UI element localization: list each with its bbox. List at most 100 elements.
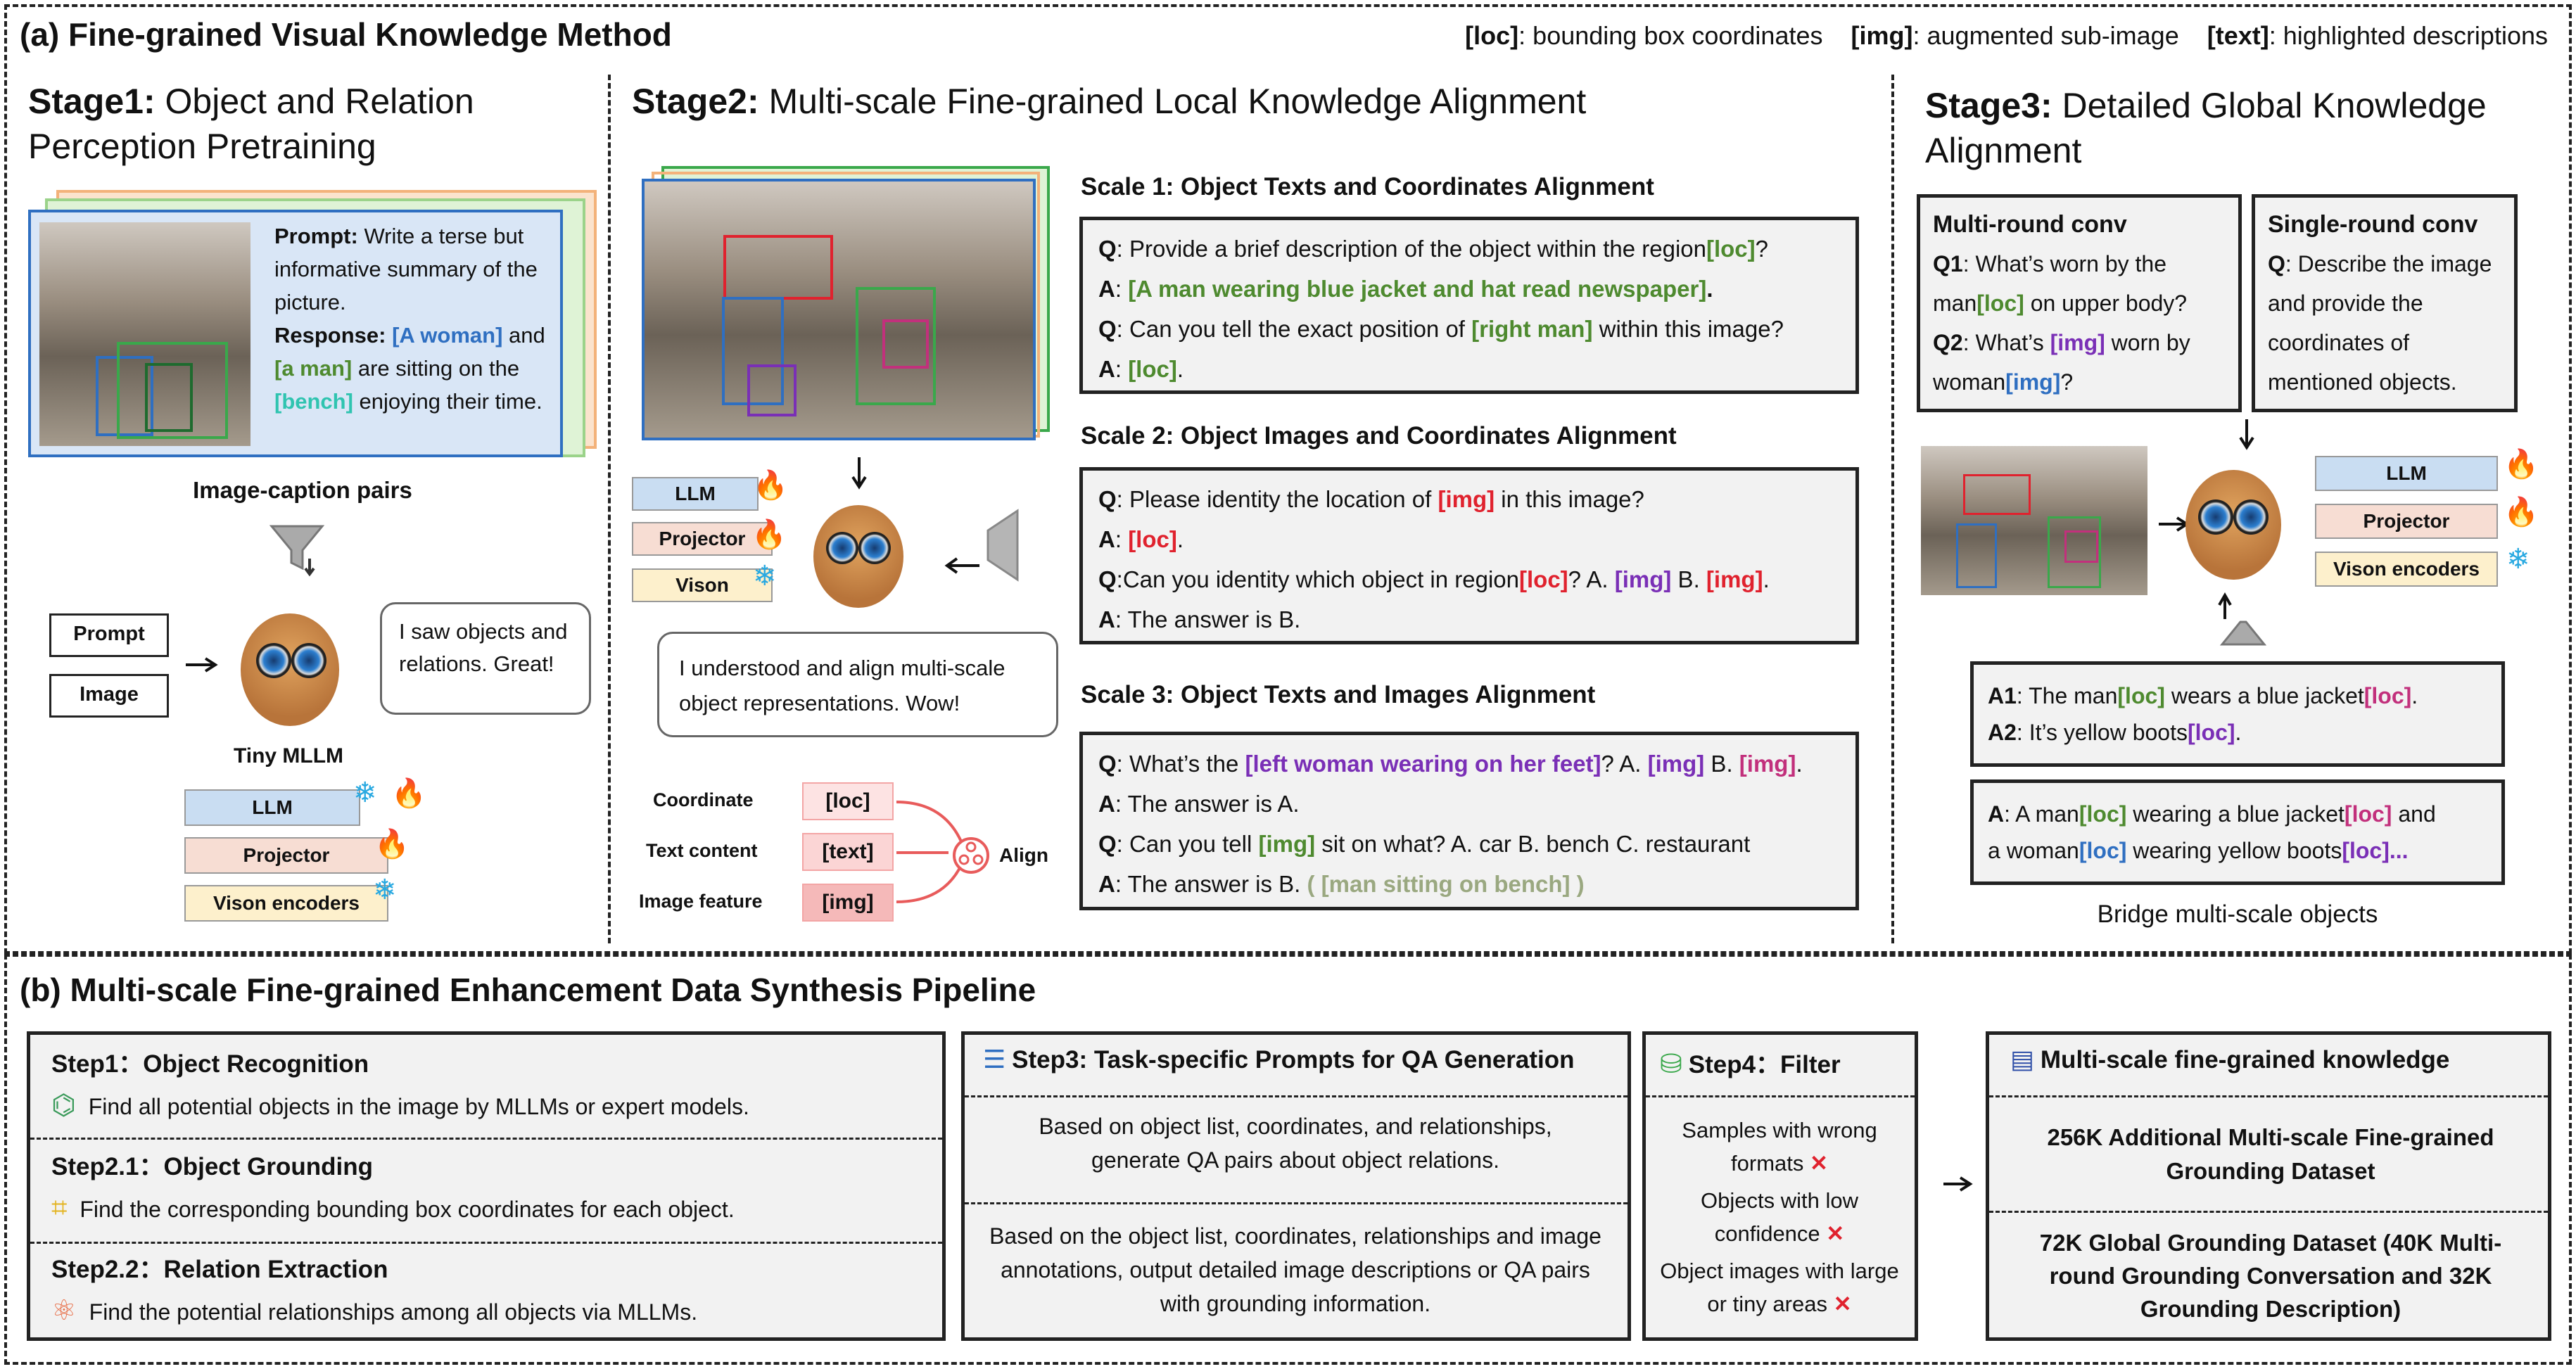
stage2-mascot	[802, 492, 915, 619]
part-b-frame	[4, 954, 2572, 1365]
stage1-projector-block: Projector	[184, 837, 388, 874]
align-node-icon	[953, 837, 989, 874]
scale3-title: Scale 3: Object Texts and Images Alignme…	[1081, 681, 1596, 708]
step3-prompt-2: Based on the object list, coordinates, r…	[989, 1223, 1601, 1316]
result-box: ▤ Multi-scale fine-grained knowledge 256…	[1986, 1031, 2551, 1341]
street-photo	[642, 179, 1036, 440]
align-label-image: Image feature	[639, 891, 763, 912]
step1: Step1：Object Recognition ⌬ Find all pote…	[51, 1050, 749, 1121]
snowflake-icon: ❄	[353, 777, 377, 808]
scale1-box: Q: Provide a brief description of the ob…	[1079, 217, 1859, 394]
stage3-mascot	[2174, 457, 2294, 591]
tiny-mllm-label: Tiny MLLM	[233, 744, 344, 768]
stage2-projector-block: Projector	[632, 522, 773, 556]
snowflake-icon: ❄	[373, 874, 397, 905]
step3-box: ☰ Step3: Task-specific Prompts for QA Ge…	[961, 1031, 1631, 1341]
result-title: ▤ Multi-scale fine-grained knowledge	[2010, 1045, 2450, 1074]
align-label: Align	[999, 844, 1048, 866]
result-dataset-2: 72K Global Grounding Dataset (40K Multi-…	[2039, 1230, 2502, 1322]
prompt-list-icon: ☰	[983, 1045, 1006, 1074]
align-label-text: Text content	[646, 840, 758, 861]
align-arrows	[896, 801, 963, 903]
align-label-coordinate: Coordinate	[653, 789, 754, 810]
divider-stage1-2	[608, 75, 611, 943]
filter-item-2: Objects with low confidence ✕	[1701, 1188, 1858, 1246]
arrow-right-icon	[1942, 1173, 1977, 1195]
stage2-vision-block: Vison	[632, 568, 773, 602]
street-photo	[39, 222, 250, 446]
step3-prompt-1: Based on object list, coordinates, and r…	[1039, 1114, 1552, 1173]
steps-box: Step1：Object Recognition ⌬ Find all pote…	[27, 1031, 946, 1341]
flame-icon: 🔥	[2504, 449, 2539, 480]
stage2-llm-block: LLM	[632, 477, 759, 511]
input-prompt-box: Prompt	[49, 613, 169, 657]
stage1-title: Stage1: Object and Relation Perception P…	[28, 82, 474, 166]
flame-icon: 🔥	[2504, 497, 2539, 528]
flame-icon: 🔥	[751, 519, 787, 550]
stage1-speech-bubble: I saw objects and relations. Great!	[380, 602, 591, 715]
token-text: [text]	[802, 833, 894, 871]
single-round-title: Single-round conv	[2268, 211, 2478, 238]
part-a-title: (a) Fine-grained Visual Knowledge Method	[20, 16, 672, 53]
image-caption-pairs-label: Image-caption pairs	[193, 477, 412, 503]
flame-icon: 🔥	[391, 778, 426, 809]
step3-title: ☰ Step3: Task-specific Prompts for QA Ge…	[983, 1045, 1575, 1074]
part-b-title: (b) Multi-scale Fine-grained Enhancement…	[20, 972, 1036, 1008]
stage2-image-stack	[642, 166, 1050, 440]
funnel-icon	[269, 522, 325, 578]
stage3-vision-block: Vison encoders	[2315, 552, 2498, 587]
caption-text: Prompt: Write a terse but informative su…	[274, 224, 545, 414]
filter-item-3: Object images with large or tiny areas ✕	[1660, 1259, 1899, 1316]
arrow-down-icon	[2236, 418, 2257, 453]
stage2-speech-bubble: I understood and align multi-scale objec…	[657, 632, 1058, 737]
input-image-box: Image	[49, 674, 169, 718]
multi-round-title: Multi-round conv	[1933, 211, 2127, 238]
stage2-title: Stage2: Multi-scale Fine-grained Local K…	[632, 82, 1587, 121]
cross-icon: ✕	[1810, 1151, 1828, 1176]
flame-icon: 🔥	[374, 829, 410, 860]
scale2-box: Q: Please identity the location of [img]…	[1079, 467, 1859, 644]
part-a-frame	[4, 4, 2572, 954]
scale3-box: Q: What’s the [left woman wearing on her…	[1079, 732, 1859, 910]
answers-single-box: A: A man[loc] wearing a blue jacket[loc]…	[1970, 779, 2505, 885]
multi-round-conv-box: Multi-round conv Q1: What’s worn by the …	[1917, 194, 2242, 412]
object-recognition-icon: ⌬	[51, 1090, 76, 1121]
scale2-title: Scale 2: Object Images and Coordinates A…	[1081, 422, 1677, 450]
stage3-street-photo	[1921, 446, 2147, 595]
arrow-icon	[184, 654, 220, 675]
divider-stage2-3	[1891, 75, 1894, 943]
align-rows: Coordinate [loc] Text content [text] Ima…	[636, 782, 1065, 937]
single-round-conv-box: Single-round conv Q: Describe the image …	[2252, 194, 2518, 412]
token-img: [img]	[802, 884, 894, 922]
token-loc: [loc]	[802, 782, 894, 820]
answers-multi-box: A1: The man[loc] wears a blue jacket[loc…	[1970, 661, 2505, 767]
grounding-icon: ⌗	[51, 1192, 68, 1223]
step4-box: ⛁ Step4：Filter Samples with wrong format…	[1642, 1031, 1918, 1341]
step4-title: ⛁ Step4：Filter	[1660, 1050, 1841, 1079]
stage1-llm-block: LLM	[184, 789, 360, 826]
stage1-vision-block: Vison encoders	[184, 885, 388, 922]
relation-icon: ⚛	[51, 1295, 77, 1326]
flame-icon: 🔥	[753, 470, 788, 501]
step2-2: Step2.2：Relation Extraction ⚛ Find the p…	[51, 1256, 698, 1326]
caption-card: Prompt: Write a terse but informative su…	[28, 210, 563, 457]
legend: [loc]: bounding box coordinates [img]: a…	[1465, 21, 2548, 50]
cross-icon: ✕	[1826, 1221, 1845, 1246]
stage1-card-stack: Prompt: Write a terse but informative su…	[28, 190, 597, 457]
stage3-funnel-icon	[2215, 591, 2271, 647]
arrow-down-icon	[849, 456, 870, 491]
document-icon: ▤	[2010, 1045, 2035, 1074]
filter-item-1: Samples with wrong formats ✕	[1682, 1118, 1877, 1176]
stage3-llm-block: LLM	[2315, 456, 2498, 491]
tiny-mllm-mascot	[227, 599, 353, 740]
scale1-title: Scale 1: Object Texts and Coordinates Al…	[1081, 173, 1654, 200]
database-icon: ⛁	[1660, 1050, 1682, 1079]
stage3-title: Stage3: Detailed Global Knowledge Alignm…	[1925, 86, 2487, 170]
result-dataset-1: 256K Additional Multi-scale Fine-grained…	[2047, 1124, 2494, 1184]
cross-icon: ✕	[1833, 1292, 1852, 1316]
stage3-projector-block: Projector	[2315, 504, 2498, 539]
snowflake-icon: ❄	[2506, 544, 2530, 575]
snowflake-icon: ❄	[753, 561, 777, 592]
align-funnel-icon	[939, 507, 1023, 584]
bridge-caption: Bridge multi-scale objects	[2097, 900, 2378, 928]
